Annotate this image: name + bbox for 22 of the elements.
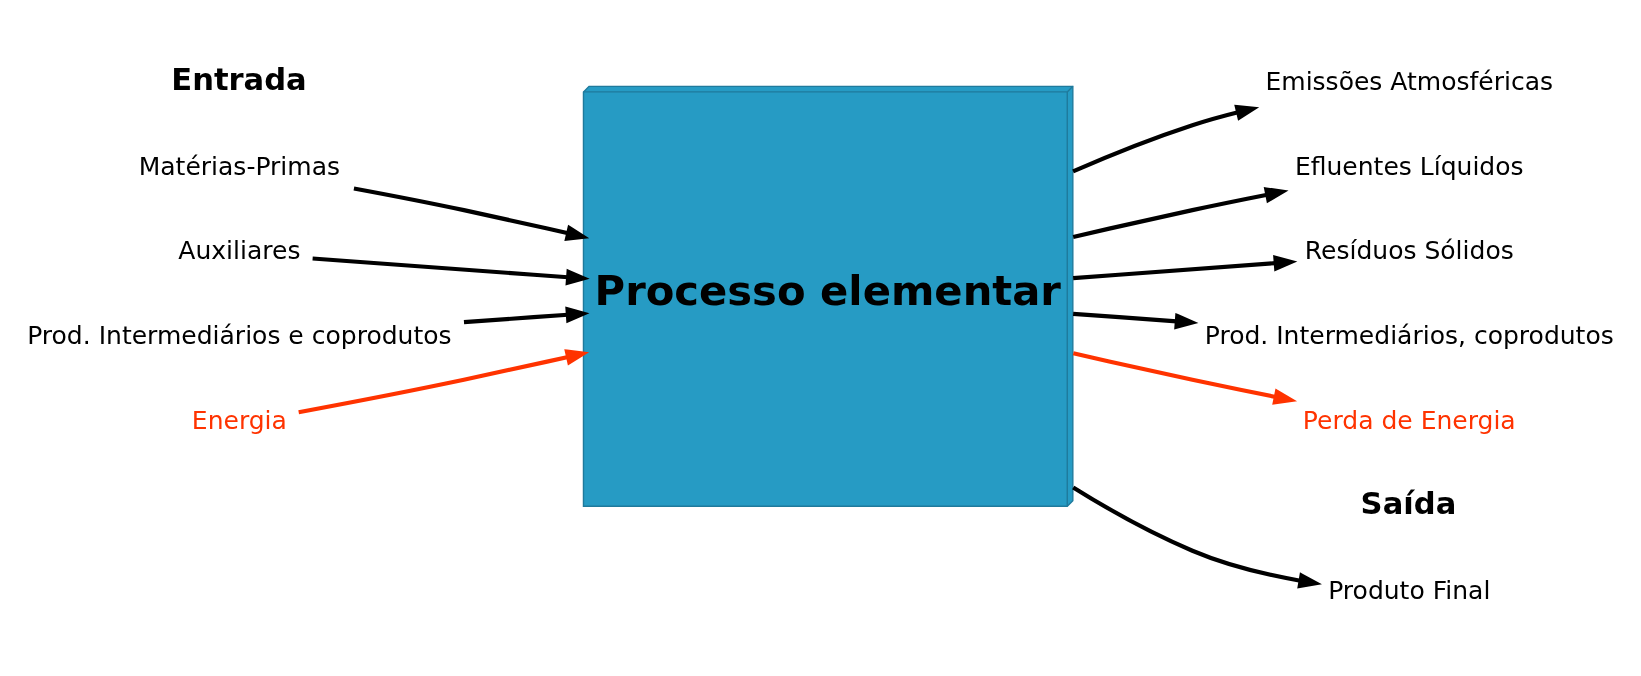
arrow bbox=[463, 306, 590, 325]
arrow bbox=[353, 186, 590, 241]
arrow bbox=[1073, 311, 1199, 330]
node-text: Perda de Energia bbox=[1302, 405, 1516, 435]
arrow bbox=[1072, 351, 1298, 405]
arrow bbox=[1072, 186, 1289, 239]
node-text: Matérias-Primas bbox=[138, 151, 341, 181]
node-text: Produto Final bbox=[1328, 575, 1491, 605]
arrow bbox=[1072, 485, 1322, 589]
arrow bbox=[1072, 104, 1260, 174]
label: Saída bbox=[1360, 486, 1457, 521]
arrow bbox=[1072, 254, 1298, 281]
arrow bbox=[312, 256, 590, 286]
node-text: Prod. Intermediários, coprodutos bbox=[1204, 321, 1614, 351]
label: Entrada bbox=[171, 61, 307, 97]
arrow bbox=[298, 349, 590, 415]
node-text: Auxiliares bbox=[178, 236, 301, 266]
node-text: Resíduos Sólidos bbox=[1304, 236, 1514, 266]
node-text: Emissões Atmosféricas bbox=[1265, 66, 1554, 96]
node-text: Prod. Intermediários e coprodutos bbox=[27, 321, 452, 351]
node-text: Energia bbox=[191, 405, 287, 435]
node-text: Efluentes Líquidos bbox=[1294, 151, 1524, 181]
